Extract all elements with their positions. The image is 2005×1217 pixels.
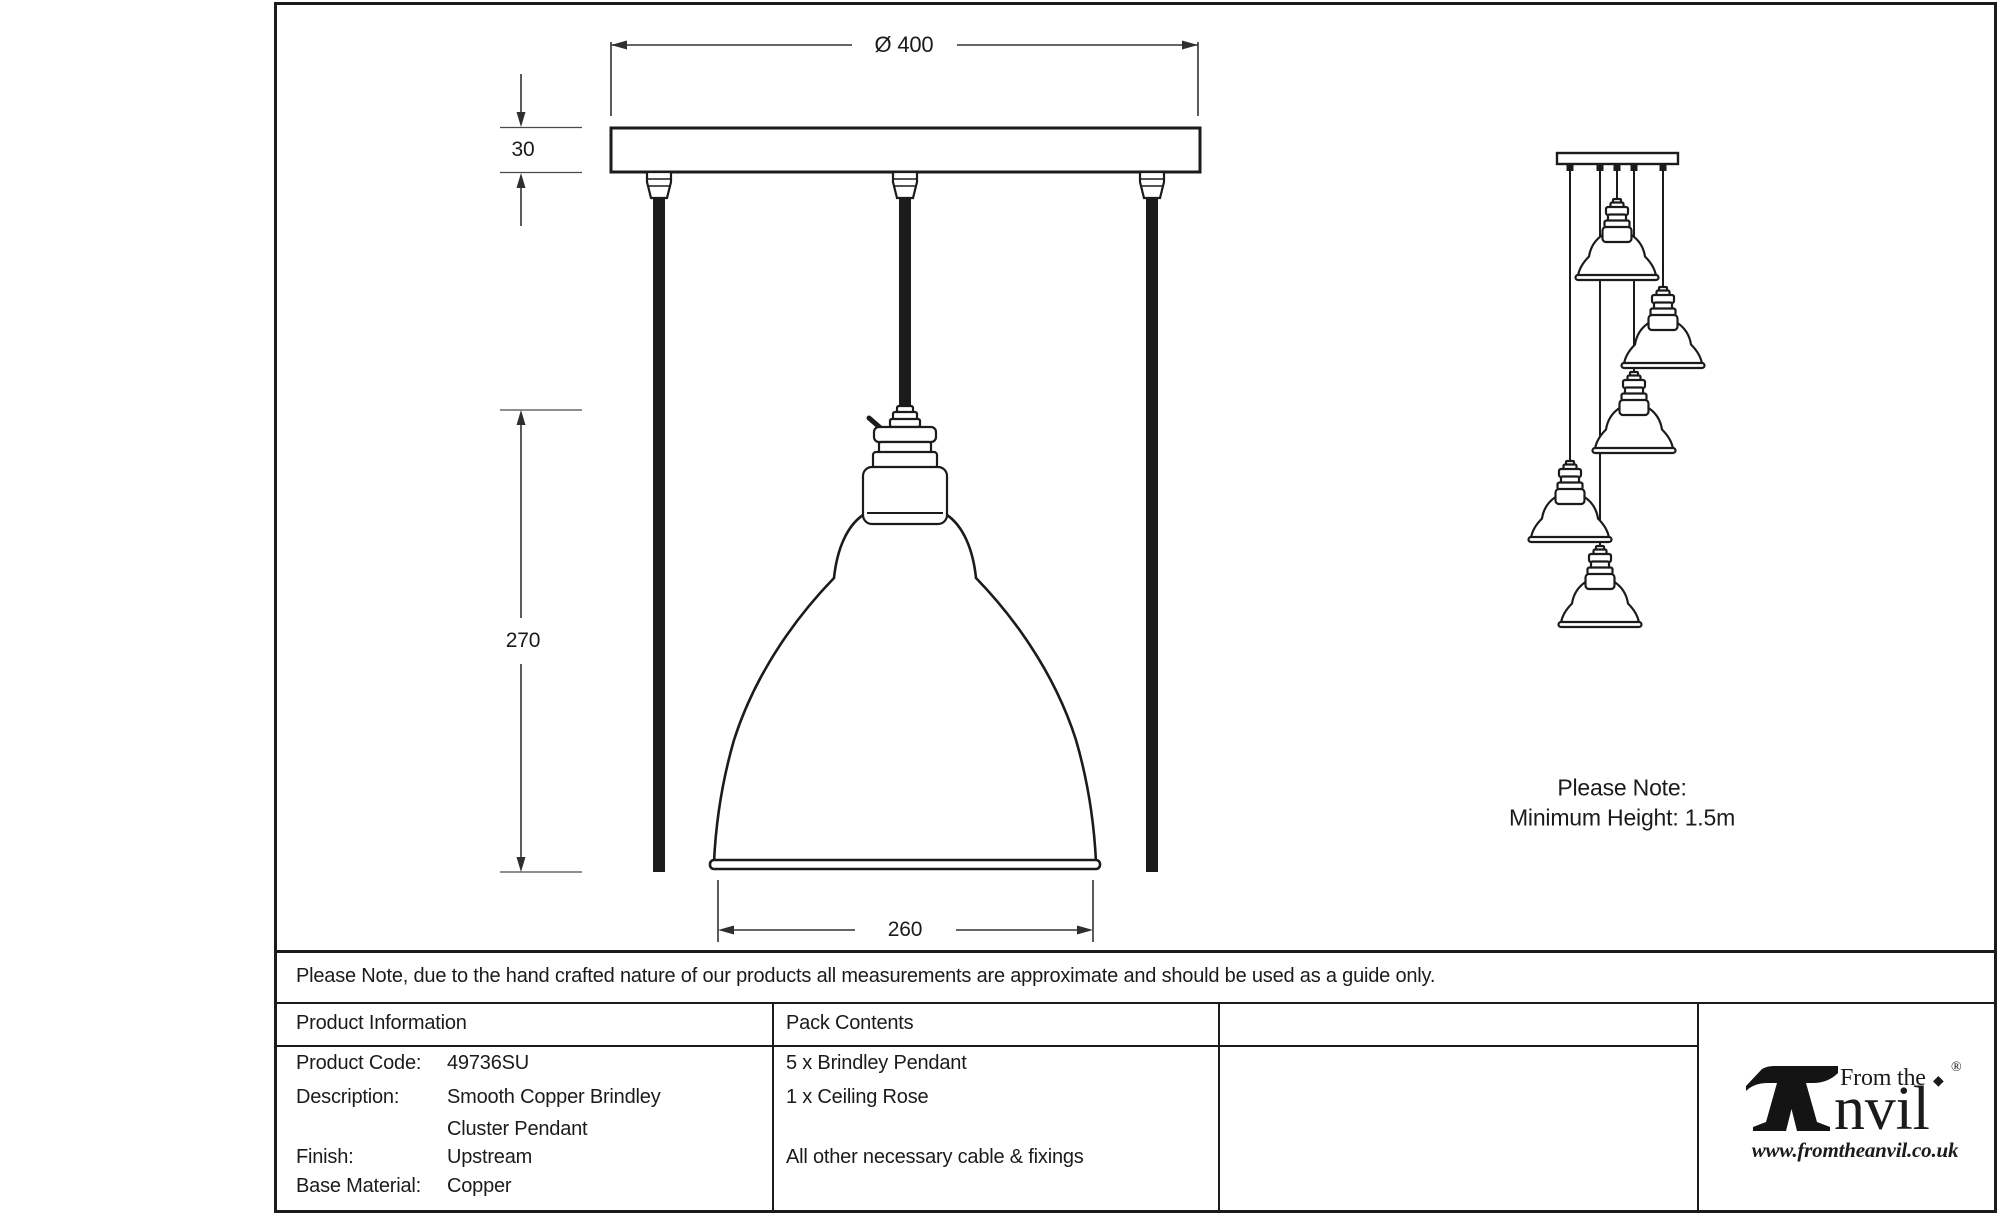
pack-item-2: 1 x Ceiling Rose	[786, 1086, 929, 1108]
pack-item-3: All other necessary cable & fixings	[786, 1146, 1084, 1168]
logo-name: nvil	[1834, 1075, 1930, 1143]
cable-glands	[645, 170, 1166, 200]
cluster-cable-anchors	[1566, 164, 1667, 171]
dim-diameter-400	[610, 40, 1199, 116]
dim-shade-width-260	[717, 880, 1094, 942]
disclaimer-text: Please Note, due to the hand crafted nat…	[296, 965, 1436, 987]
logo-website: www.fromtheanvil.co.uk	[1751, 1138, 1959, 1162]
lamp-holder-step-2	[871, 450, 939, 470]
dim-label-pendant-height: 270	[500, 629, 546, 653]
lamp-holder-cap	[872, 425, 938, 444]
pendant-shade-rim	[708, 858, 1102, 871]
main-pendant	[708, 404, 1102, 871]
cluster-ceiling-bar	[1555, 151, 1680, 166]
cluster-pendant-3	[1591, 370, 1677, 455]
product-code-value: 49736SU	[447, 1052, 529, 1074]
dim-label-diameter: Ø 400	[869, 32, 939, 58]
lamp-holder-ferrule-3	[888, 417, 922, 429]
cluster-pendant-1	[1574, 197, 1660, 282]
cable-gland-center	[891, 170, 919, 200]
suspension-cable-center	[899, 194, 911, 412]
cluster-note-line2: Minimum Height: 1.5m	[1508, 804, 1736, 831]
description-value-2: Cluster Pendant	[447, 1118, 588, 1140]
description-value: Smooth Copper Brindley	[447, 1086, 661, 1108]
product-information-header: Product Information	[296, 1012, 467, 1034]
lamp-holder-body	[861, 465, 949, 526]
suspension-cable-right	[1146, 194, 1158, 872]
pendant-shade-bell	[712, 513, 1098, 864]
brand-logo: From the ◆ ® nvil www.fromtheanvil.co.uk	[1700, 1048, 1994, 1211]
dim-rose-height-30	[500, 74, 582, 226]
anvil-icon	[1746, 1066, 1838, 1131]
pack-contents-header: Pack Contents	[786, 1012, 914, 1034]
base-material-label: Base Material:	[296, 1175, 422, 1197]
suspension-cables	[653, 194, 1158, 872]
table-grid	[274, 950, 1997, 1212]
cluster-illustration	[1527, 151, 1706, 629]
finish-value: Upstream	[447, 1146, 533, 1168]
cluster-note-line1: Please Note:	[1557, 774, 1687, 801]
description-label: Description:	[296, 1086, 400, 1108]
ceiling-rose-bar	[609, 126, 1202, 174]
logo-diamond: ◆	[1933, 1074, 1944, 1089]
cable-gland-right	[1138, 170, 1166, 200]
base-material-value: Copper	[447, 1175, 512, 1197]
logo-registered: ®	[1951, 1060, 1962, 1075]
cable-gland-left	[645, 170, 673, 200]
dim-pendant-height-270	[500, 409, 582, 873]
product-code-label: Product Code:	[296, 1052, 422, 1074]
cluster-pendant-5	[1557, 544, 1643, 629]
pack-item-1: 5 x Brindley Pendant	[786, 1052, 967, 1074]
suspension-cable-left	[653, 194, 665, 872]
drawing-frame	[274, 2, 1997, 1213]
dim-label-rose-height: 30	[506, 138, 540, 162]
finish-label: Finish:	[296, 1146, 354, 1168]
dim-label-shade-width: 260	[882, 918, 928, 942]
logo-prefix: From the	[1840, 1065, 1926, 1091]
